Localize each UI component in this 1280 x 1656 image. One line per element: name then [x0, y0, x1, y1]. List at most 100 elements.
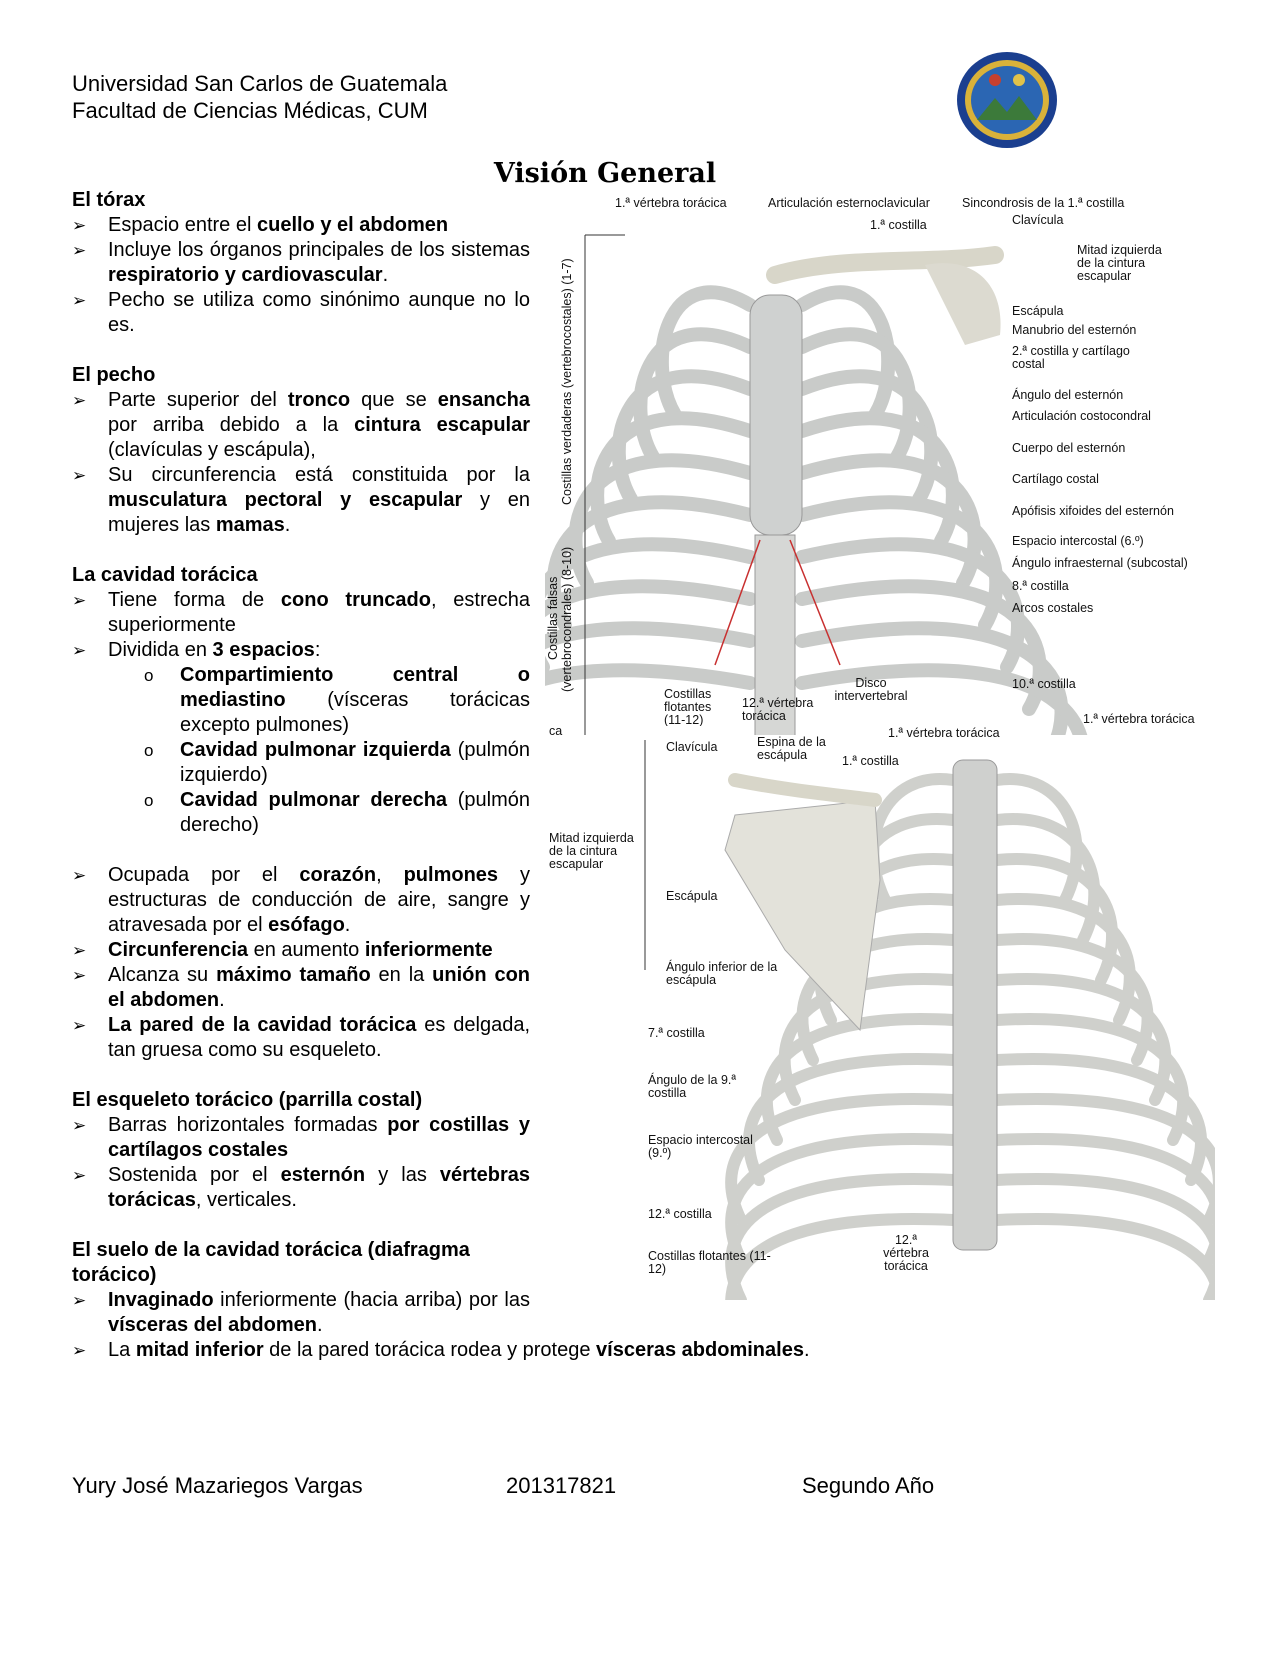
fig-label: 1.ª vértebra torácica: [888, 726, 1000, 740]
bold-text: por costillas y cartílagos costales: [108, 1114, 530, 1161]
anterior-rib-cage: [545, 285, 1088, 735]
text-column: El tórax➢Espacio entre el cuello y el ab…: [72, 188, 810, 1363]
text: en la: [370, 964, 433, 986]
rib: [611, 369, 757, 506]
bullet-item: ➢Sostenida por el esternón y las vértebr…: [72, 1163, 530, 1213]
fig-label: 2.ª costilla y cartílago costal: [1012, 344, 1130, 371]
fig-label: Ángulo inferior de la escápula: [666, 960, 778, 987]
fig-label: Espacio intercostal (6.º): [1012, 534, 1144, 548]
bullet-item: ➢ Pecho se utiliza como sinónimo aunque n…: [72, 288, 530, 338]
university-seal-logo: [957, 52, 1057, 148]
bold-text: cintura escapular: [354, 414, 531, 436]
text: , verticales.: [195, 1189, 297, 1211]
section-heading: El pecho: [72, 364, 156, 386]
bold-text: cono truncado: [280, 589, 431, 611]
text: por arriba debido a la: [108, 414, 355, 436]
bullet-item: ➢Tiene forma de cono truncado, estrecha …: [72, 588, 530, 638]
rib: [991, 1133, 1215, 1266]
text: (pulmón izquierdo): [180, 739, 530, 786]
rib: [991, 1093, 1215, 1226]
text: y estructuras de conducción de aire, san…: [108, 864, 530, 936]
text: en aumento: [248, 939, 365, 961]
arrow-bullet-icon: ➢: [72, 1116, 87, 1135]
rib: [795, 285, 896, 422]
text: Dividida en: [108, 639, 213, 661]
arrow-bullet-icon: ➢: [72, 641, 87, 660]
bullet-item: ➢ Barras horizontales formadas por costil…: [72, 1113, 530, 1163]
text: (vísceras torácicas excepto pulmones): [180, 689, 530, 736]
text: .: [316, 1314, 323, 1336]
arrow-bullet-icon: ➢: [72, 391, 87, 410]
text: Pecho se utiliza como sinónimo aunque no…: [108, 289, 530, 336]
text: Barras horizontales formadas: [108, 1114, 388, 1136]
text: , estrecha superiormente: [108, 589, 530, 636]
arrow-bullet-icon: ➢: [72, 591, 87, 610]
fig-label: Costillas verdaderas (vertebrocostales) …: [560, 258, 574, 505]
fig-label: Clavícula: [666, 740, 718, 754]
bullet-item: ➢Su circunferencia está constituida por …: [72, 463, 530, 538]
bullet-item: ➢Invaginado inferiormente (hacia arriba)…: [72, 1288, 530, 1338]
text: Espacio entre el: [108, 214, 257, 236]
section-heading: El esqueleto torácico (parrilla costal): [72, 1089, 423, 1111]
text: .: [803, 1339, 810, 1361]
university-name: Universidad San Carlos de Guatemala: [72, 71, 448, 96]
rib: [725, 1213, 959, 1300]
bold-text: 3 espacios: [212, 639, 315, 661]
arrow-bullet-icon: ➢: [72, 1341, 87, 1360]
bullet-item: ➢Ocupada por el corazón, pulmones y estr…: [72, 863, 530, 938]
scapula: [925, 263, 1001, 345]
section-heading: La cavidad torácica: [72, 564, 258, 586]
fig-label: Manubrio del esternón: [1012, 323, 1137, 337]
rib: [545, 537, 757, 674]
rib: [795, 663, 1088, 735]
rib: [633, 327, 757, 464]
arrow-bullet-icon: ➢: [72, 291, 87, 310]
bullet-item: ➢Parte superior del tronco que se ensanc…: [72, 388, 530, 463]
bold-text: cuello y el abdomen: [256, 214, 449, 236]
rib: [991, 973, 1172, 1106]
fig-label: ca: [549, 724, 563, 738]
fig-label: Cartílago costal: [1012, 472, 1099, 486]
rib: [545, 579, 757, 618]
arrow-bullet-icon: ➢: [72, 1291, 87, 1310]
bold-text: La pared de la cavidad torácica: [108, 1014, 417, 1036]
bold-text: vértebras torácicas: [108, 1164, 530, 1211]
text: :: [314, 639, 321, 661]
text: es delgada, tan gruesa como su esqueleto…: [108, 1014, 530, 1061]
fig-label: 1.ª costilla: [870, 218, 927, 232]
rib: [654, 285, 757, 422]
bold-text: máximo tamaño: [216, 964, 371, 986]
arrow-bullet-icon: ➢: [72, 941, 87, 960]
text: de la pared torácica rodea y protege: [263, 1339, 597, 1361]
student-id: 201317821: [506, 1473, 617, 1498]
fig-label: (vertebrocondrales) (8-10): [560, 546, 574, 692]
fig-label: Clavícula: [1012, 213, 1064, 227]
circle-bullet-icon: o: [144, 741, 154, 760]
arrow-bullet-icon: ➢: [72, 866, 87, 885]
sternum: [749, 294, 803, 536]
bullet-item: ➢Incluye los órganos principales de los …: [72, 238, 530, 288]
fig-label: Arcos costales: [1012, 601, 1094, 615]
fig-label: Cuerpo del esternón: [1012, 441, 1126, 455]
rib: [991, 1013, 1190, 1146]
arrow-bullet-icon: ➢: [72, 466, 87, 485]
fig-label: Sincondrosis de la 1.ª costilla: [962, 196, 1125, 210]
text: La: [108, 1339, 136, 1361]
fig-label: Ángulo infraesternal (subcostal): [1012, 556, 1188, 570]
text: Ocupada por el: [108, 864, 300, 886]
rib: [743, 1053, 959, 1186]
spine: [952, 759, 998, 1251]
bullet-item: ➢Espacio entre el cuello y el abdomen: [72, 213, 530, 238]
rib: [795, 369, 939, 506]
text: Parte superior del: [108, 389, 288, 411]
fig-label: Costillas flotantes (11-12): [648, 1249, 771, 1276]
bold-text: vísceras del abdomen: [108, 1314, 317, 1336]
bold-text: pulmones: [403, 864, 499, 886]
text: .: [284, 514, 291, 536]
bold-text: respiratorio y cardiovascular: [108, 264, 383, 286]
text: ,: [376, 864, 404, 886]
fig-label: Espina de la escápula: [757, 735, 826, 762]
fig-label: 12.ª costilla: [648, 1207, 712, 1221]
